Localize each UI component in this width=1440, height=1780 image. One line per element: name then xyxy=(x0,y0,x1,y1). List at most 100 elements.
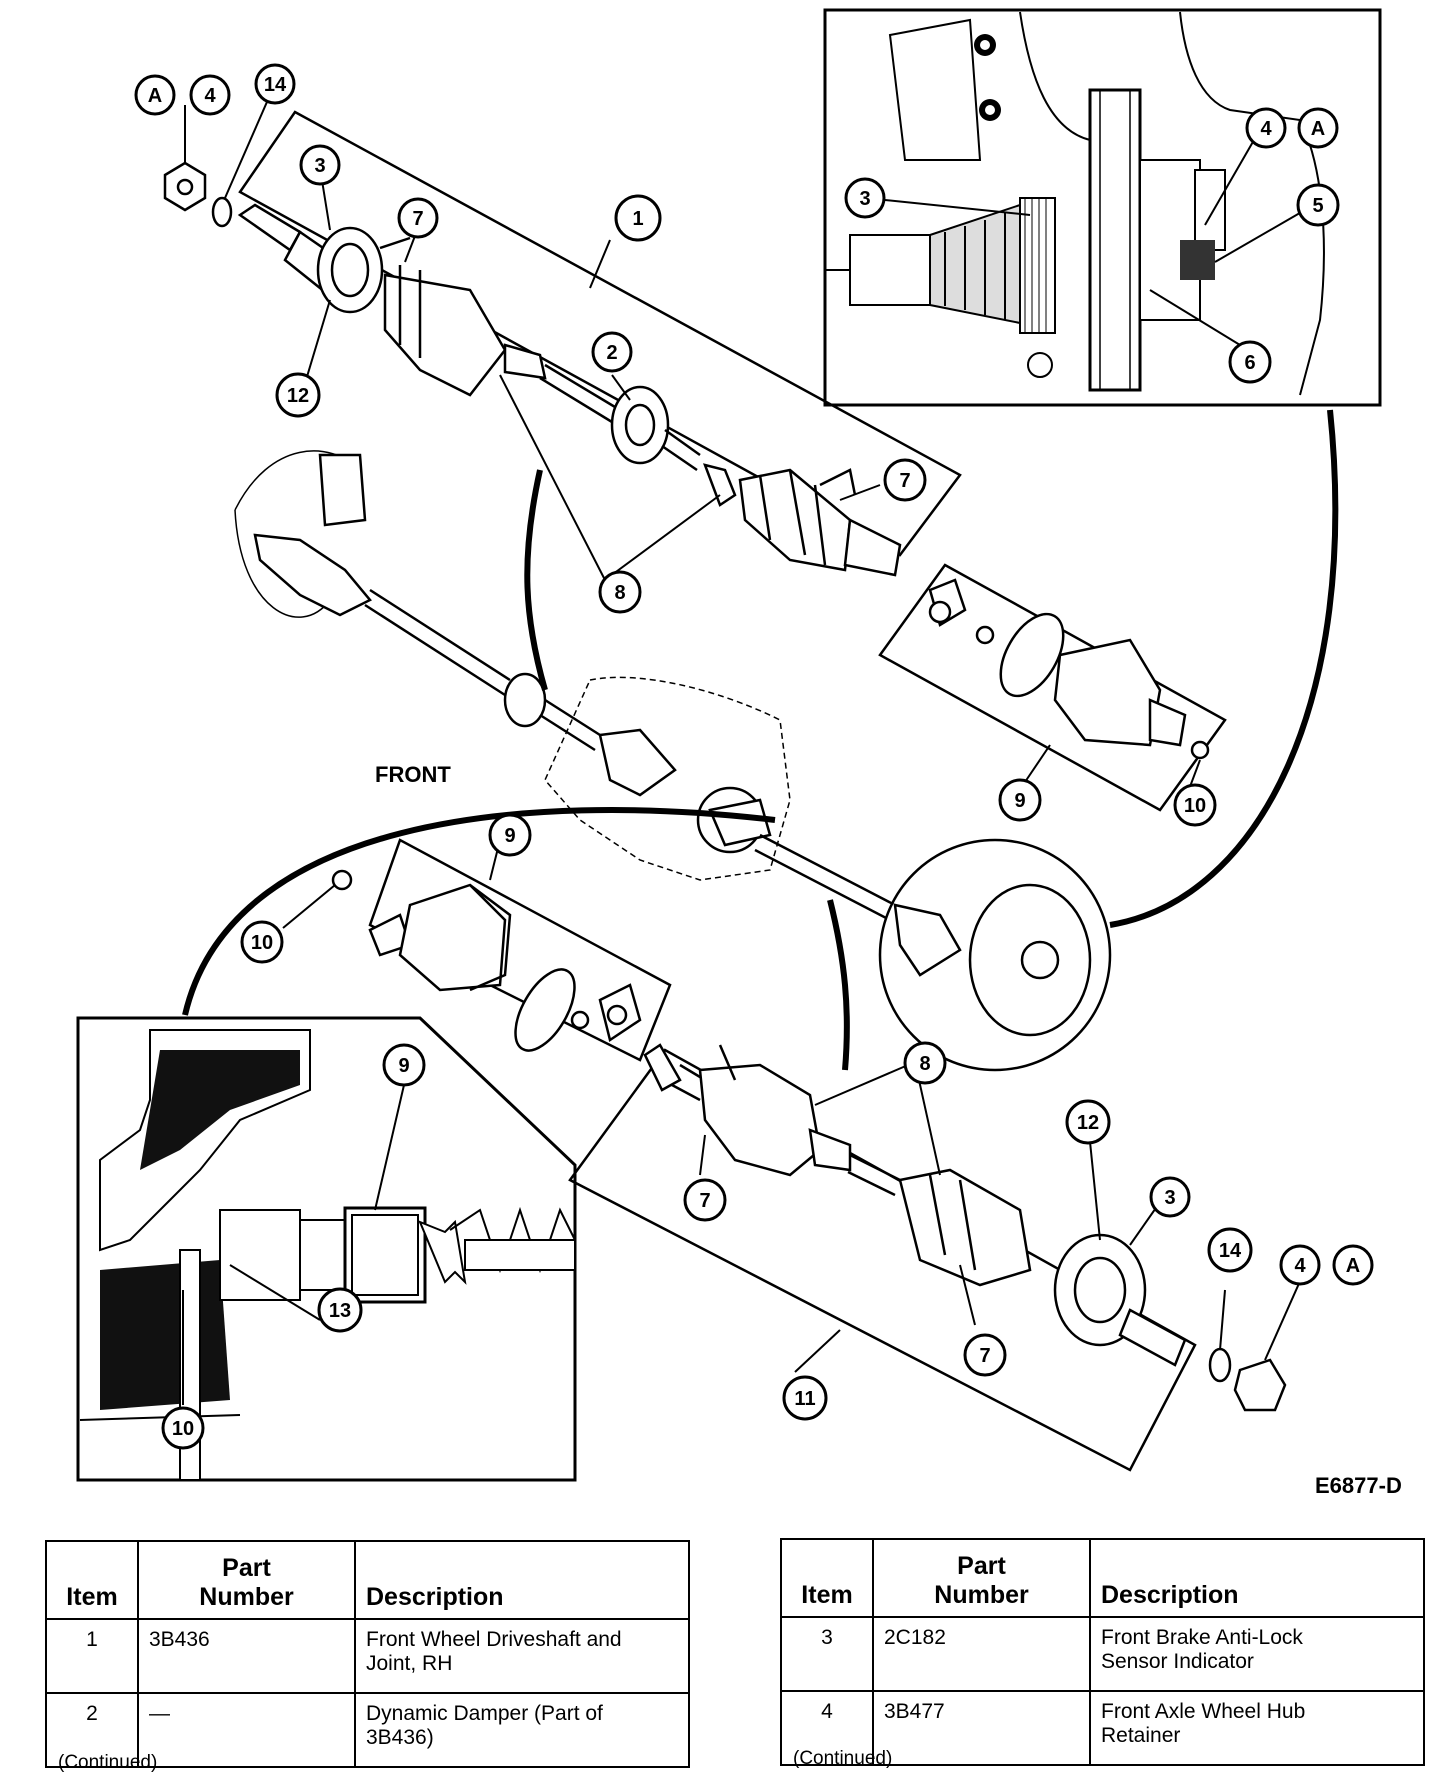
desc-line1: Front Axle Wheel Hub xyxy=(1101,1700,1306,1723)
callout-A: A xyxy=(134,74,176,116)
assembled-shaft xyxy=(234,450,1112,1072)
transaxle-inset xyxy=(76,1016,577,1482)
callout-7: 7 xyxy=(963,1333,1007,1377)
callout-circle xyxy=(240,920,284,964)
callout-number: 8 xyxy=(614,582,625,604)
callout-1: 1 xyxy=(614,194,662,242)
lh-shaft-parts xyxy=(331,869,1287,1412)
callout-circle xyxy=(397,197,439,239)
callout-circle xyxy=(883,458,927,502)
callout-circle xyxy=(1279,1244,1321,1286)
callout-number: 3 xyxy=(314,155,325,177)
driveshaft-exploded-diagram: A4143711227891091081237144A7119131034A56… xyxy=(76,8,1402,1498)
callout-11: 11 xyxy=(782,1375,828,1421)
callout-7: 7 xyxy=(397,197,439,239)
callout-number: 13 xyxy=(329,1300,351,1322)
curve-band-left xyxy=(182,807,776,1016)
desc-line2: Retainer xyxy=(1101,1724,1181,1747)
callout-number: 1 xyxy=(632,208,643,230)
leader-lines xyxy=(184,94,1306,1373)
continued-note-1: (Continued) xyxy=(58,1752,158,1773)
callout-number: 9 xyxy=(1014,790,1025,812)
desc-line2: Sensor Indicator xyxy=(1101,1650,1254,1673)
callout-circle xyxy=(614,194,662,242)
desc-line1: Front Wheel Driveshaft and xyxy=(366,1628,622,1651)
callout-circle xyxy=(134,74,176,116)
callout-circle xyxy=(1149,1176,1191,1218)
callout-circle xyxy=(1065,1099,1111,1145)
callout-circle xyxy=(1297,107,1339,149)
col-part-header-line1: Part xyxy=(222,1554,271,1582)
callout-number: 6 xyxy=(1244,352,1255,374)
callout-number: 3 xyxy=(859,188,870,210)
callout-3: 3 xyxy=(844,177,886,219)
desc-line1: Front Brake Anti-Lock xyxy=(1101,1626,1303,1649)
callout-circle xyxy=(275,372,321,418)
callout-number: A xyxy=(1311,118,1325,140)
callout-number: A xyxy=(148,85,162,107)
col-item-header: Item xyxy=(45,1540,139,1620)
callout-number: A xyxy=(1346,1255,1360,1277)
callout-circle xyxy=(1296,183,1340,227)
callout-number: 7 xyxy=(979,1345,990,1367)
callout-number: 12 xyxy=(1077,1112,1099,1134)
callout-10: 10 xyxy=(240,920,284,964)
callout-number: 4 xyxy=(1260,118,1272,140)
col-part-header: Part Number xyxy=(872,1538,1091,1618)
cell-description: Front Axle Wheel Hub Retainer xyxy=(1089,1690,1425,1766)
callout-10: 10 xyxy=(161,1406,205,1450)
callout-9: 9 xyxy=(488,813,532,857)
col-part-header-line2: Number xyxy=(934,1581,1029,1609)
callout-A: A xyxy=(1332,1244,1374,1286)
callout-circle xyxy=(1228,340,1272,384)
callout-number: 5 xyxy=(1312,195,1323,217)
callout-number: 9 xyxy=(504,825,515,847)
continued-note-2: (Continued) xyxy=(793,1748,893,1769)
callout-8: 8 xyxy=(598,570,642,614)
col-part-header: Part Number xyxy=(137,1540,356,1620)
cell-item: 3 xyxy=(780,1616,874,1692)
table-row: 3 2C182 Front Brake Anti-Lock Sensor Ind… xyxy=(780,1616,1425,1692)
curve-band-mid2 xyxy=(827,899,850,1071)
callout-number: 2 xyxy=(606,342,617,364)
callout-circle xyxy=(1207,1227,1253,1273)
rh-assembly-outline xyxy=(238,110,962,557)
cell-part: 2C182 xyxy=(872,1616,1091,1692)
callout-number: 11 xyxy=(794,1388,815,1410)
col-description-header: Description xyxy=(354,1540,690,1620)
callout-circle xyxy=(382,1043,426,1087)
parts-table-2: Item Part Number Description 3 2C182 Fro… xyxy=(780,1538,1425,1766)
callout-number: 14 xyxy=(1219,1240,1242,1262)
callout-12: 12 xyxy=(1065,1099,1111,1145)
callout-10: 10 xyxy=(1173,783,1217,827)
callout-3: 3 xyxy=(1149,1176,1191,1218)
callout-14: 14 xyxy=(1207,1227,1253,1273)
callout-number: 3 xyxy=(1164,1187,1175,1209)
callout-circle xyxy=(299,144,341,186)
callout-number: 7 xyxy=(699,1190,710,1212)
callout-circle xyxy=(963,1333,1007,1377)
table-header-row: Item Part Number Description xyxy=(780,1538,1425,1618)
hub-inset xyxy=(823,8,1382,407)
callout-9: 9 xyxy=(382,1043,426,1087)
callout-number: 7 xyxy=(899,470,910,492)
callout-3: 3 xyxy=(299,144,341,186)
callout-5: 5 xyxy=(1296,183,1340,227)
rh-inner-joint-outline xyxy=(878,563,1227,812)
callout-circle xyxy=(598,570,642,614)
callout-8: 8 xyxy=(903,1041,947,1085)
callout-circle xyxy=(1245,107,1287,149)
callout-circle xyxy=(317,1287,363,1333)
lh-assembly-outline xyxy=(568,1048,1197,1472)
table-row: 4 3B477 Front Axle Wheel Hub Retainer xyxy=(780,1690,1425,1766)
callout-number: 14 xyxy=(264,74,287,96)
col-description-header: Description xyxy=(1089,1538,1425,1618)
cell-description: Front Wheel Driveshaft and Joint, RH xyxy=(354,1618,690,1694)
col-item-header: Item xyxy=(780,1538,874,1618)
table-header-row: Item Part Number Description xyxy=(45,1540,690,1620)
callout-12: 12 xyxy=(275,372,321,418)
col-part-header-line2: Number xyxy=(199,1583,294,1611)
curve-band-right xyxy=(1109,409,1339,928)
callout-circle xyxy=(998,778,1042,822)
callout-circle xyxy=(161,1406,205,1450)
